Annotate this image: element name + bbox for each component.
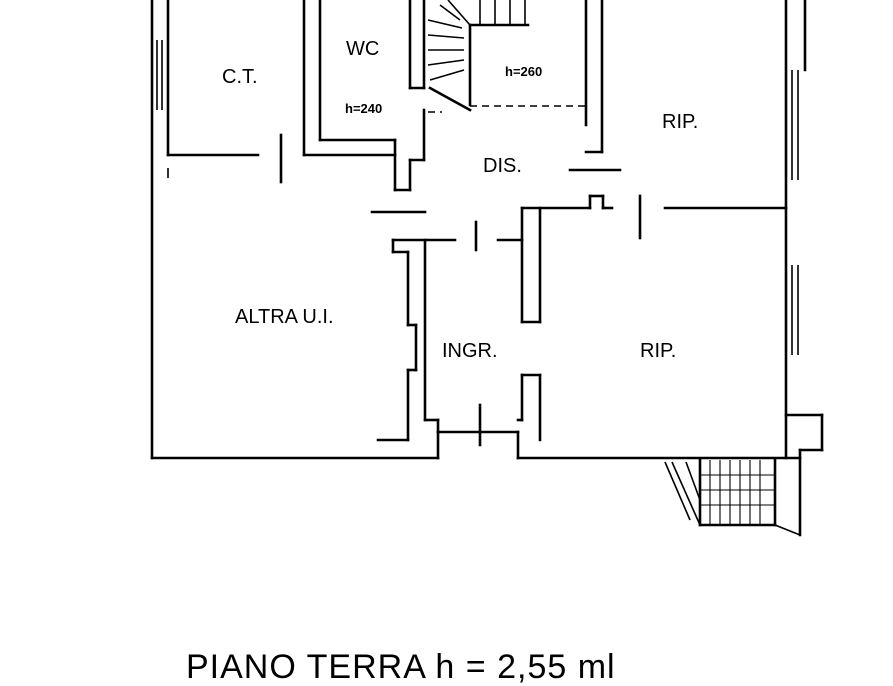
label-ct: C.T. — [222, 66, 258, 88]
label-altra-ui: ALTRA U.I. — [235, 306, 334, 328]
rip-lower-walls — [496, 194, 614, 442]
label-stair-height: h=260 — [505, 64, 542, 79]
room-labels: C.T. WC h=240 h=260 RIP. DIS. ALTRA U.I.… — [222, 38, 698, 362]
label-wc-height: h=240 — [345, 101, 382, 116]
staircase — [427, 0, 586, 113]
label-dis: DIS. — [483, 155, 522, 177]
outer-walls — [150, 0, 824, 537]
exterior-stairs — [664, 458, 801, 536]
ct-room-walls — [166, 0, 397, 184]
label-rip-lower: RIP. — [640, 340, 676, 362]
floor-plan-drawing: C.T. WC h=240 h=260 RIP. DIS. ALTRA U.I.… — [150, 0, 824, 537]
wc-room-walls — [318, 0, 426, 192]
label-wc: WC — [346, 38, 379, 60]
plan-footer-title: PIANO TERRA h = 2,55 ml — [186, 648, 616, 686]
ingresso-walls — [376, 238, 482, 447]
label-rip-upper: RIP. — [662, 111, 698, 133]
corridor-walls — [370, 0, 788, 252]
label-ingr: INGR. — [442, 340, 498, 362]
